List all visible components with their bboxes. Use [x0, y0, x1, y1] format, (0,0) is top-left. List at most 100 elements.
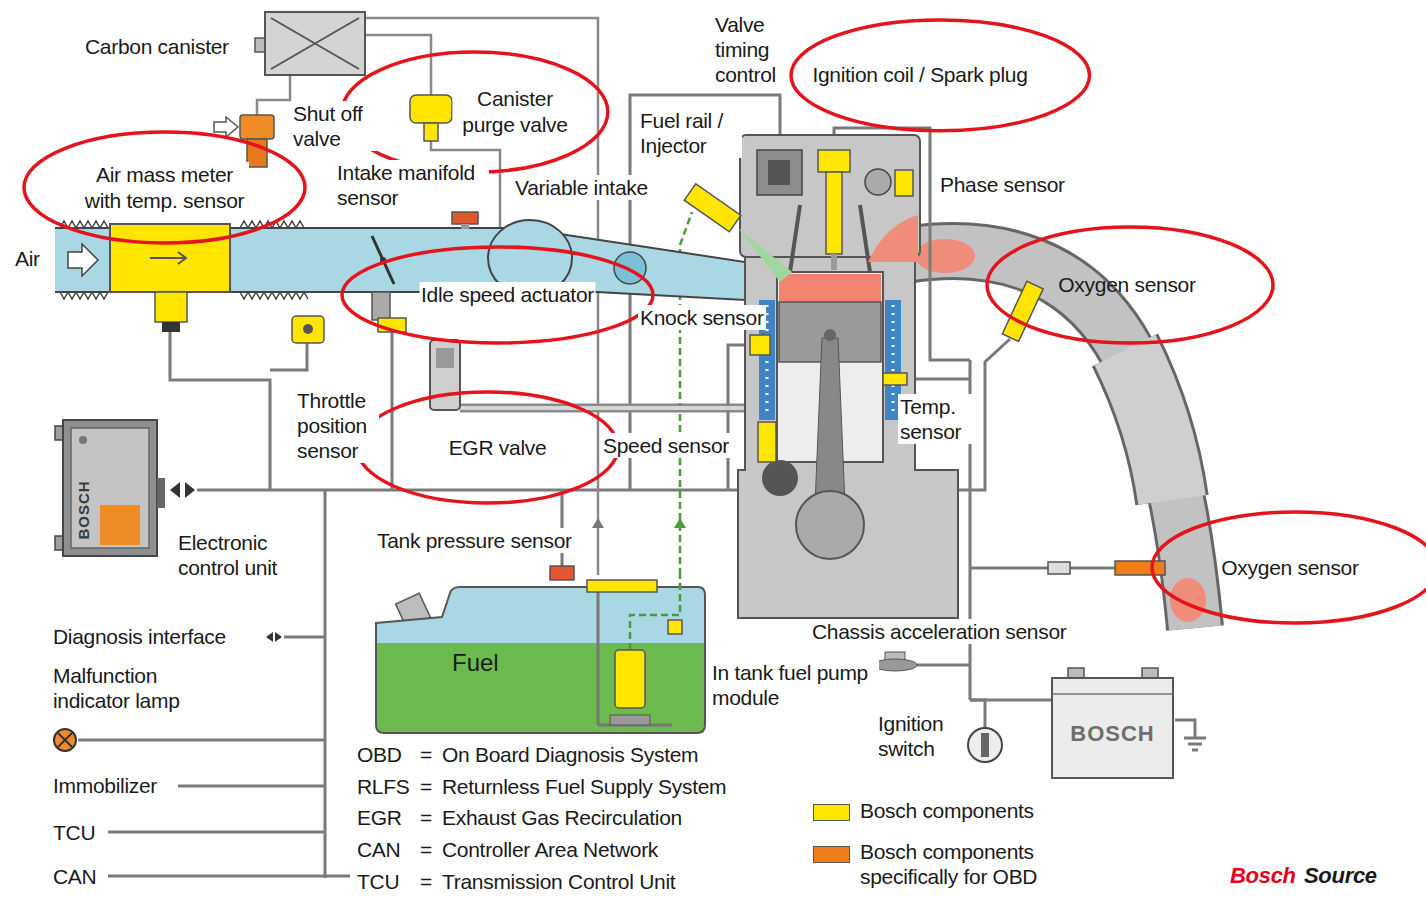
part-label: Speed sensor — [601, 433, 731, 458]
part-label: In tank fuel pump module — [710, 660, 879, 710]
fuel-pump-module — [615, 650, 645, 708]
callout-ellipse: EGR valve — [355, 390, 620, 505]
throttle-position-sensor — [292, 316, 324, 343]
vapor-pipe — [257, 75, 290, 115]
engine-block — [796, 491, 864, 559]
part-label: On Board Diagnosis System — [440, 742, 700, 767]
purge-valve — [424, 123, 438, 141]
legend-swatch — [813, 804, 850, 821]
chassis-acceleration-sensor — [873, 659, 917, 671]
fuel-pump-module — [668, 620, 682, 634]
callout-label: Idle speed actuator — [419, 282, 596, 308]
egr-valve — [436, 348, 454, 368]
wire — [917, 664, 970, 667]
vapor-pipe — [257, 18, 598, 575]
malfunction-lamp — [54, 729, 76, 751]
engine-block — [738, 135, 958, 618]
wire-plug — [266, 632, 273, 642]
callout-text-block: Air mass meter with temp. sensor — [81, 162, 249, 214]
egr-valve — [430, 340, 460, 410]
intake-manifold-sensor — [461, 224, 469, 229]
malfunction-lamp — [54, 729, 76, 751]
part-label: Carbon canister — [83, 34, 231, 59]
part-label: Controller Area Network — [440, 837, 660, 862]
battery — [1052, 678, 1173, 778]
wire — [108, 831, 325, 834]
wire — [78, 739, 325, 742]
callout-ellipse — [342, 247, 653, 343]
wire — [178, 785, 325, 788]
callout-label: Canister purge valve — [452, 86, 577, 138]
part-label: Exhaust Gas Recirculation — [440, 805, 684, 830]
ignition-switch — [968, 728, 1002, 762]
flow-arrow — [592, 518, 604, 528]
intake-tube — [60, 292, 108, 299]
tank-pressure-sensor — [550, 566, 574, 580]
part-label: CAN — [355, 837, 402, 862]
callout-label: Air mass meter with temp. sensor — [81, 162, 249, 214]
wire — [270, 343, 307, 370]
knock-sensor — [750, 335, 770, 355]
intake-manifold-sensor — [452, 212, 478, 229]
part-label: Malfunction indicator lamp — [51, 663, 195, 713]
engine-block — [762, 460, 798, 496]
fuel-tank — [376, 587, 705, 733]
throttle-position-sensor — [292, 316, 324, 343]
callout-text-block: Oxygen sensor — [1058, 272, 1195, 298]
purge-valve — [410, 95, 452, 123]
injector — [684, 184, 741, 232]
wire-plug — [1048, 562, 1070, 574]
part-label: Returnless Fuel Supply System — [440, 774, 728, 799]
part-label: TCU — [51, 820, 97, 845]
fuel-pump-module — [598, 587, 672, 725]
flow-arrow — [214, 117, 686, 528]
intake-tube — [55, 220, 745, 300]
exhaust-pipe — [1125, 350, 1172, 500]
spark-plug — [818, 150, 850, 172]
part-label: Chassis acceleration sensor — [810, 619, 1069, 644]
legend-swatch — [813, 846, 850, 863]
callout-text-block: Idle speed actuator — [419, 282, 596, 308]
ecu-box — [71, 428, 149, 548]
source-credit: Bosch — [1228, 863, 1298, 888]
air-mass-meter — [110, 224, 230, 292]
part-label: OBD — [355, 742, 404, 767]
part-label: Air — [13, 246, 42, 271]
intake-tube — [240, 292, 308, 299]
wire — [970, 700, 985, 728]
callout-text-block: EGR valve — [447, 435, 549, 461]
part-label: Temp. sensor — [898, 394, 974, 444]
callout-ellipse — [357, 392, 618, 503]
intake-tube — [68, 244, 98, 276]
part-label: RLFS — [355, 774, 411, 799]
wire — [284, 636, 325, 639]
wire — [108, 875, 350, 878]
speed-sensor — [758, 422, 776, 462]
knock-sensor — [750, 335, 770, 355]
callout-ellipse: Oxygen sensor — [985, 225, 1275, 345]
temp-sensor — [883, 373, 907, 385]
callout-ellipse — [342, 52, 608, 172]
spark-plug — [818, 150, 850, 270]
egr-pipe — [460, 404, 745, 413]
intake-manifold-sensor — [452, 212, 478, 224]
engine-block — [865, 169, 891, 195]
ecu-box — [100, 505, 140, 545]
callout-ellipse: Oxygen sensor — [1150, 510, 1426, 625]
legend-text: Bosch components — [858, 798, 1036, 823]
callout-label: Oxygen sensor — [1221, 555, 1358, 581]
oxygen-sensor-icon — [1115, 561, 1165, 575]
wire — [1175, 720, 1195, 738]
part-label: = — [418, 805, 434, 830]
ecu-box — [157, 478, 165, 508]
purge-valve — [410, 95, 452, 141]
injector — [684, 184, 792, 282]
callout-text-block: Oxygen sensor — [1221, 555, 1358, 581]
callout-label: Ignition coil / Spark plug — [810, 62, 1029, 88]
carbon-canister — [265, 12, 365, 75]
air-mass-meter — [162, 322, 180, 332]
oxygen-sensor-icon — [1002, 281, 1043, 341]
fuel-tank — [372, 575, 707, 735]
wire — [170, 332, 270, 490]
engine-block — [824, 329, 836, 341]
